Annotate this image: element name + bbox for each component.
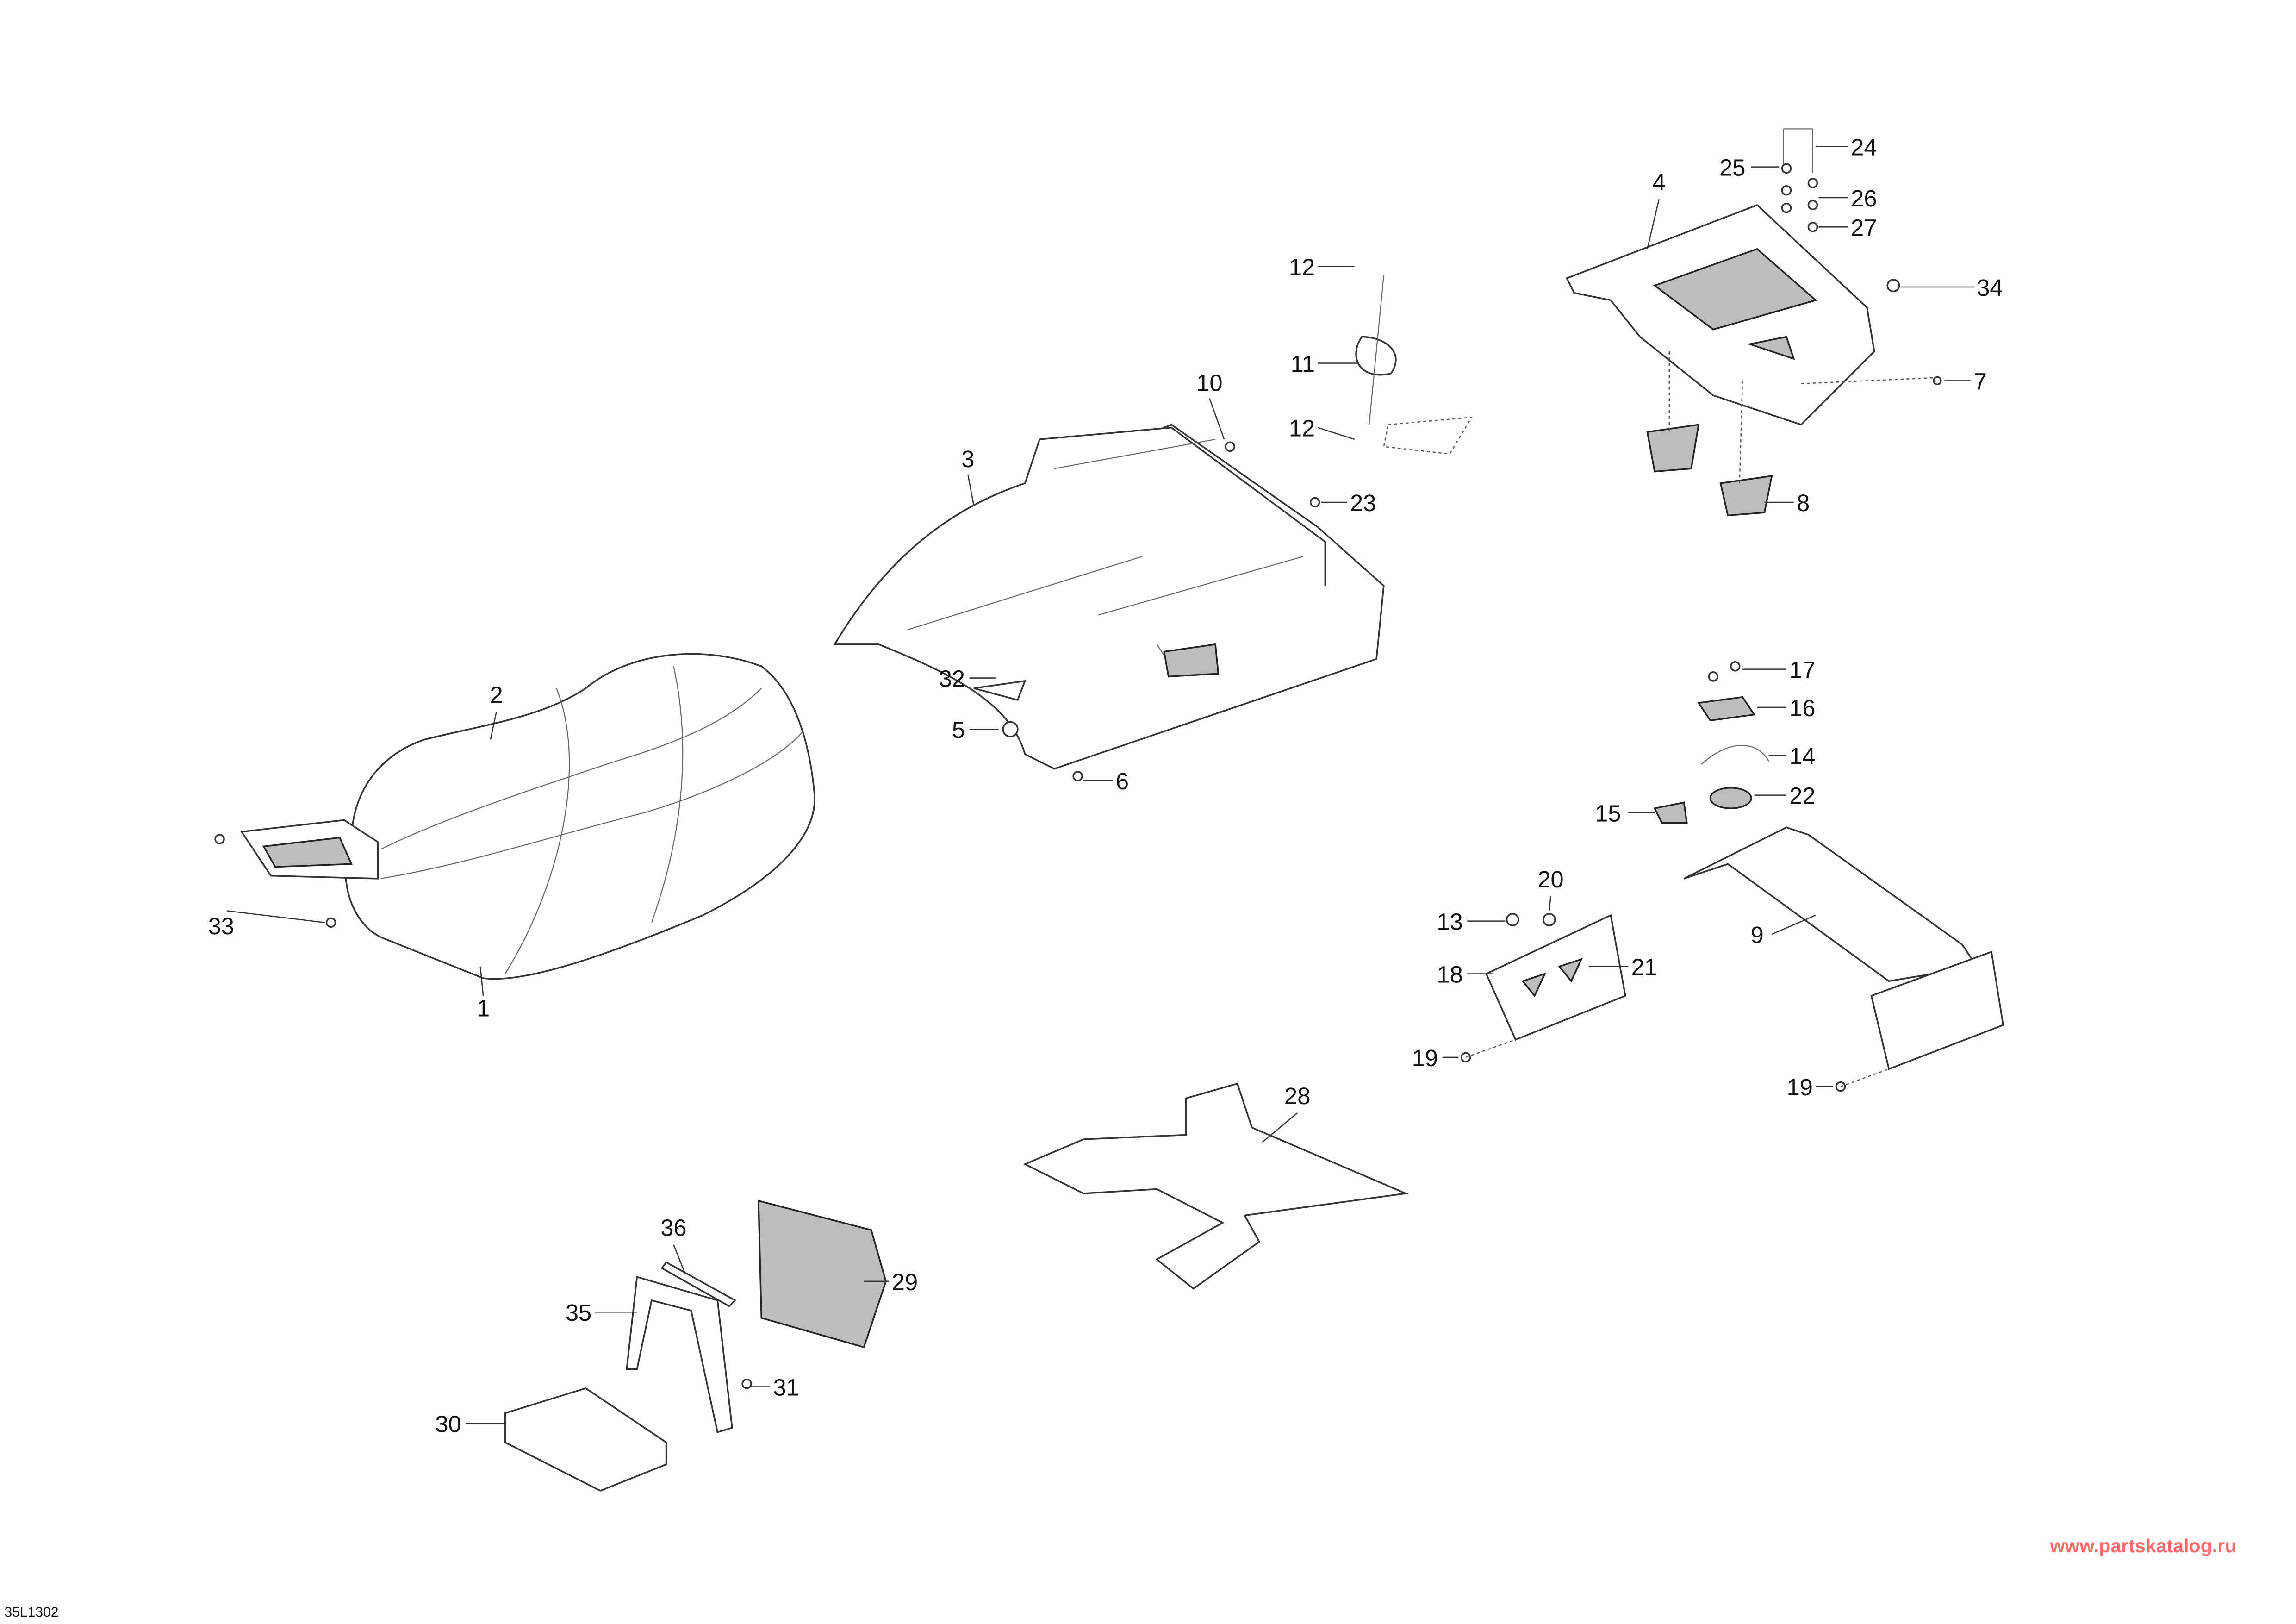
leader-line (967, 474, 975, 506)
callout-21: 21 (1631, 954, 1657, 981)
bracket-parts (1460, 661, 2004, 1092)
callout-25: 25 (1719, 155, 1745, 181)
callout-6: 6 (1116, 768, 1129, 794)
callout-12: 12 (1289, 415, 1315, 442)
callout-29: 29 (892, 1269, 918, 1295)
callout-23: 23 (1350, 490, 1376, 516)
leader-line (479, 966, 484, 996)
callout-20: 20 (1537, 866, 1563, 893)
leader-line (673, 1244, 686, 1274)
callout-10: 10 (1196, 370, 1222, 396)
callout-24: 24 (1851, 134, 1877, 160)
callout-26: 26 (1851, 185, 1877, 212)
callout-14: 14 (1789, 743, 1815, 769)
callout-15: 15 (1595, 800, 1621, 827)
callout-18: 18 (1437, 962, 1462, 988)
leader-line (1262, 1112, 1298, 1143)
leader-line (1318, 427, 1355, 440)
callout-31: 31 (773, 1374, 799, 1401)
callout-35: 35 (566, 1299, 591, 1326)
leader-line (1771, 914, 1816, 935)
callout-layer: 2425262743478121112102333256233117161415… (208, 134, 2003, 1437)
callout-13: 13 (1437, 909, 1462, 935)
watermark: www.partskatalog.ru (2049, 1535, 2236, 1556)
callout-8: 8 (1797, 490, 1810, 516)
callout-16: 16 (1789, 695, 1815, 721)
callout-34: 34 (1977, 275, 2003, 301)
leader-line (1549, 896, 1551, 911)
callout-5: 5 (952, 717, 965, 743)
floor-mat-part (1023, 1082, 1409, 1290)
leader-line (1209, 398, 1225, 440)
leader-line (1647, 199, 1660, 250)
figure-code: 35L1302 (4, 1605, 58, 1620)
callout-12: 12 (1289, 254, 1315, 281)
callout-9: 9 (1751, 922, 1764, 948)
callout-28: 28 (1284, 1083, 1310, 1109)
callout-27: 27 (1851, 214, 1877, 241)
leader-line (227, 910, 325, 924)
callout-36: 36 (660, 1215, 686, 1241)
battery-parts (504, 1199, 887, 1492)
callout-17: 17 (1789, 657, 1815, 683)
rear-body-part (833, 275, 1473, 781)
callout-1: 1 (477, 995, 490, 1021)
callout-22: 22 (1789, 783, 1815, 809)
callout-3: 3 (961, 446, 974, 472)
rear-rack-part (1565, 128, 1942, 517)
callout-33: 33 (208, 913, 234, 939)
callout-32: 32 (939, 666, 965, 692)
callout-7: 7 (1974, 368, 1987, 394)
callout-4: 4 (1653, 169, 1666, 195)
callout-2: 2 (490, 681, 503, 708)
seat-part (214, 653, 815, 980)
callout-19: 19 (1412, 1045, 1438, 1071)
callout-11: 11 (1291, 350, 1315, 377)
leader-line (490, 712, 497, 740)
callout-30: 30 (435, 1411, 461, 1437)
callout-19: 19 (1787, 1074, 1813, 1100)
